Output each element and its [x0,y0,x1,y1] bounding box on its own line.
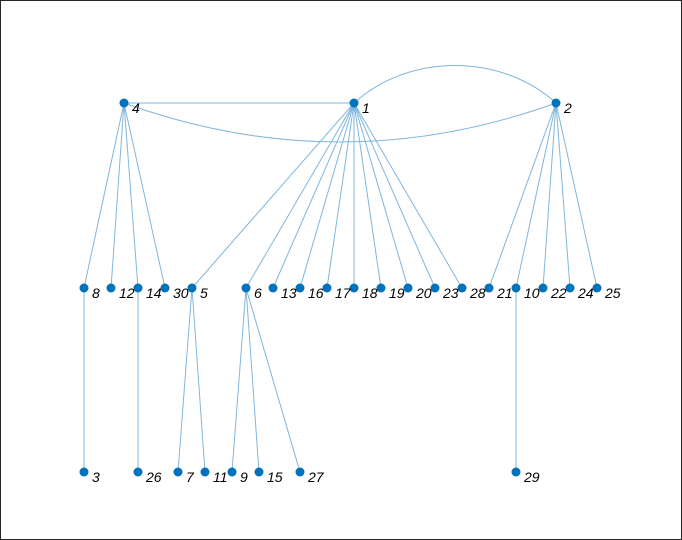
node-25 [592,283,602,293]
node-13 [268,283,278,293]
node-7 [173,467,183,477]
edge-2-24 [555,102,571,289]
node-label-11: 11 [213,469,228,485]
edge-layer [83,65,598,473]
node-26 [133,467,143,477]
node-20 [403,283,413,293]
node-6 [241,283,251,293]
edge-4-12 [110,102,125,289]
edge-2-21 [488,102,557,289]
edge-2-25 [555,102,598,289]
node-label-7: 7 [186,469,195,485]
node-label-1: 1 [362,100,370,116]
node-4 [119,98,129,108]
node-label-23: 23 [442,285,459,301]
edge-1-20 [353,102,409,289]
node-28 [457,283,467,293]
edge-6-9 [231,287,247,473]
node-24 [565,283,575,293]
node-label-5: 5 [200,285,208,301]
node-19 [376,283,386,293]
node-label-28: 28 [469,285,486,301]
edge-6-15 [245,287,260,473]
node-label-15: 15 [267,469,283,485]
node-15 [254,467,264,477]
edge-2-4 [123,102,557,143]
edge-2-10 [515,102,557,289]
edge-5-11 [191,287,206,473]
edge-5-7 [177,287,193,473]
node-label-18: 18 [362,285,378,301]
edge-6-27 [245,287,301,473]
node-label-9: 9 [240,469,248,485]
node-label-4: 4 [132,100,140,116]
edge-1-23 [353,102,436,289]
node-29 [511,467,521,477]
node-11 [200,467,210,477]
edge-4-14 [123,102,139,289]
node-label-16: 16 [308,285,324,301]
node-label-21: 21 [496,285,513,301]
node-12 [106,283,116,293]
edge-1-16 [299,102,355,289]
node-label-22: 22 [550,285,567,301]
node-label-29: 29 [523,469,540,485]
node-23 [430,283,440,293]
node-5 [187,283,197,293]
node-18 [349,283,359,293]
edge-1-6 [245,102,355,289]
node-30 [160,283,170,293]
node-27 [295,467,305,477]
edge-1-19 [353,102,382,289]
node-22 [538,283,548,293]
node-label-20: 20 [415,285,432,301]
node-label-27: 27 [307,469,325,485]
node-label-13: 13 [281,285,297,301]
node-2 [551,98,561,108]
node-1 [349,98,359,108]
node-label-6: 6 [254,285,262,301]
node-label-30: 30 [173,285,189,301]
node-21 [484,283,494,293]
node-label-10: 10 [524,285,540,301]
node-17 [322,283,332,293]
edge-1-28 [353,102,463,289]
node-label-8: 8 [92,285,100,301]
node-label-14: 14 [146,285,162,301]
edge-1-5 [191,102,355,289]
edge-4-30 [123,102,166,289]
node-label-17: 17 [335,285,352,301]
node-10 [511,283,521,293]
node-14 [133,283,143,293]
node-label-25: 25 [604,285,621,301]
node-3 [79,467,89,477]
node-layer [79,98,602,477]
edge-1-13 [272,102,355,289]
edge-4-8 [83,102,125,289]
node-label-26: 26 [145,469,162,485]
node-label-19: 19 [389,285,405,301]
node-8 [79,283,89,293]
edge-1-2 [353,65,557,104]
node-label-12: 12 [119,285,135,301]
node-9 [227,467,237,477]
edge-1-17 [326,102,355,289]
edge-2-22 [542,102,557,289]
node-16 [295,283,305,293]
node-label-2: 2 [563,100,572,116]
node-label-3: 3 [92,469,100,485]
node-label-24: 24 [577,285,594,301]
